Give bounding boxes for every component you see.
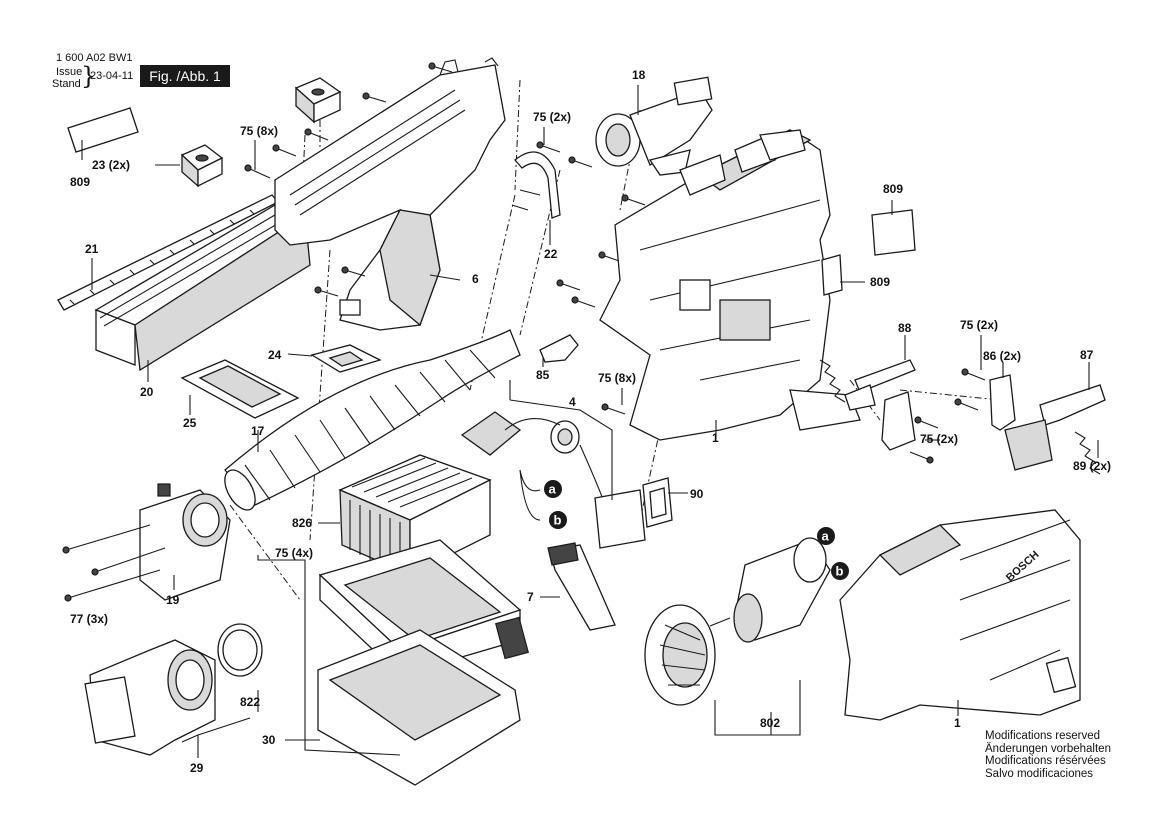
callout-809-lower: 809 <box>870 275 891 289</box>
callout-89-spring: 89 (2x) <box>1073 459 1112 473</box>
callout-822-seal: 822 <box>240 695 261 709</box>
part-25-mat <box>180 359 300 419</box>
callout-75-4x: 75 (4x) <box>275 546 314 560</box>
marker-a-left: a <box>544 480 562 498</box>
callout-802-motor: 802 <box>760 716 781 730</box>
callout-77-screws: 77 (3x) <box>70 612 109 626</box>
callout-809-label: 809 <box>70 175 91 189</box>
part-90-gasket <box>642 477 673 528</box>
note-german: Änderungen vorbehalten <box>985 742 1111 755</box>
part-6-handle <box>274 57 506 331</box>
screws-75 <box>244 62 986 464</box>
callout-6-handle: 6 <box>472 272 479 286</box>
callout-87-trigger: 87 <box>1080 348 1094 362</box>
part-809-label-right <box>821 209 916 296</box>
part-87-trigger <box>1004 384 1106 471</box>
part-22-clamp <box>511 151 561 219</box>
brace-glyph: } <box>81 62 97 90</box>
part-77-screws <box>62 524 166 602</box>
part-802-motor <box>709 537 831 643</box>
callout-7-bracket: 7 <box>527 590 534 604</box>
note-french: Modifications résérvées <box>985 755 1106 767</box>
note-spanish: Salvo modificaciones <box>985 767 1094 780</box>
callout-4-electronics: 4 <box>569 395 576 409</box>
part-86-switch <box>881 374 1016 451</box>
callout-29-nozzle: 29 <box>190 761 204 775</box>
callout-24-seal: 24 <box>268 348 282 362</box>
part-822-seal <box>217 623 263 677</box>
callout-90-gasket: 90 <box>690 487 704 501</box>
part-19-adapter <box>139 483 231 601</box>
marker-b-left: b <box>549 511 567 529</box>
part-1-main-housing <box>599 129 861 441</box>
callout-88-lever: 88 <box>898 321 912 335</box>
part-30-dustbox <box>317 539 529 786</box>
marker-b-right: b <box>831 562 849 580</box>
callout-826-filter: 826 <box>292 516 313 530</box>
document-number: 1 600 A02 BW1 <box>56 52 133 64</box>
part-89-spring <box>1074 431 1101 475</box>
callout-22-clamp: 22 <box>544 247 558 261</box>
marker-a-right: a <box>817 527 835 545</box>
issue-label: Issue <box>56 66 83 78</box>
modifications-notes: Modifications reserved Änderungen vorbeh… <box>985 730 1111 780</box>
callout-75-8x-top: 75 (8x) <box>240 124 279 138</box>
svg-text:a: a <box>822 529 830 544</box>
note-english: Modifications reserved <box>985 730 1101 742</box>
callout-85-clip: 85 <box>536 368 550 382</box>
leader-lines <box>81 85 1099 758</box>
part-4-electronics <box>460 411 646 549</box>
part-85-clip <box>539 334 579 363</box>
callout-18-nozzle: 18 <box>632 68 646 82</box>
part-1-cover-shell: BOSCH <box>839 509 1081 721</box>
part-23-clip-upper <box>294 77 342 124</box>
part-809-label-plate <box>67 107 139 153</box>
part-88-lever <box>819 359 916 411</box>
callout-19-adapter: 19 <box>166 593 180 607</box>
svg-text:b: b <box>836 564 844 579</box>
figure-label: Fig. /Abb. 1 <box>140 65 230 87</box>
callout-809-right: 809 <box>883 182 904 196</box>
part-20-rail <box>94 204 311 372</box>
stand-label: Stand <box>52 78 81 90</box>
callout-1-cover: 1 <box>954 716 961 730</box>
part-18-nozzle <box>595 76 713 176</box>
callout-1-housing: 1 <box>712 431 719 445</box>
callout-75-8x-mid: 75 (8x) <box>598 371 637 385</box>
svg-text:b: b <box>554 513 562 528</box>
part-23-clip <box>180 144 224 188</box>
callout-20-rail: 20 <box>140 385 154 399</box>
callout-25-mat: 25 <box>183 416 197 430</box>
callout-86-switch: 86 (2x) <box>983 349 1022 363</box>
callout-23-clip: 23 (2x) <box>92 158 131 172</box>
callout-17-hose: 17 <box>251 424 265 438</box>
part-24-seal <box>310 344 382 373</box>
callout-75-2x-top: 75 (2x) <box>533 110 572 124</box>
part-17-hose <box>224 329 521 511</box>
callout-21-scale: 21 <box>85 242 99 256</box>
callout-75-2x-lower: 75 (2x) <box>920 432 959 446</box>
issue-date: 23-04-11 <box>90 70 134 82</box>
part-802-fan <box>644 604 716 706</box>
svg-text:a: a <box>549 482 557 497</box>
part-29-nozzle-adapter <box>84 639 216 756</box>
callout-75-2x-right: 75 (2x) <box>960 318 999 332</box>
callout-30-dustbox: 30 <box>262 733 276 747</box>
part-7-bracket <box>547 542 616 631</box>
